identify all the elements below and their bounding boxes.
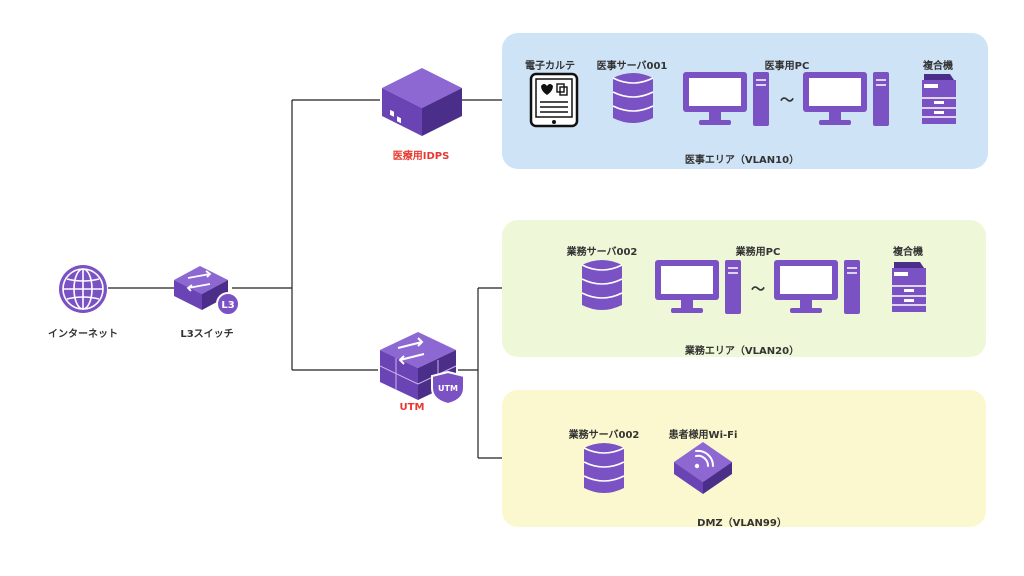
l3-badge: L3 xyxy=(221,300,234,311)
utm-label: UTM xyxy=(399,402,425,413)
business-zone-title: 業務エリア（VLAN20） xyxy=(684,346,800,357)
business-server-label: 業務サーバ002 xyxy=(566,247,638,258)
dmz-zone xyxy=(502,390,986,527)
business-pc-label: 業務用PC xyxy=(735,247,781,258)
medical-pc-label: 医事用PC xyxy=(764,61,810,72)
idps-label: 医療用IDPS xyxy=(392,151,450,162)
business-mfp-label: 複合機 xyxy=(893,247,923,258)
tablet-ehr-icon xyxy=(529,72,579,128)
medical-server-label: 医事サーバ001 xyxy=(596,61,668,72)
database-icon xyxy=(581,260,623,310)
wifi-router-icon xyxy=(674,442,732,494)
internet-label: インターネット xyxy=(48,329,118,340)
desktop-pc-icon xyxy=(803,72,889,126)
idps-appliance-icon xyxy=(382,68,462,136)
utm-badge: UTM xyxy=(438,384,458,393)
business-tilde: 〜 xyxy=(751,282,765,298)
printer-mfp-icon xyxy=(892,262,926,312)
dmz-zone-title: DMZ（VLAN99） xyxy=(697,518,787,529)
desktop-pc-icon xyxy=(683,72,769,126)
database-icon xyxy=(583,443,625,493)
medical-mfp-label: 複合機 xyxy=(923,61,953,72)
database-icon xyxy=(612,73,654,123)
l3-switch-icon: L3 xyxy=(174,266,240,316)
desktop-pc-icon xyxy=(655,260,741,314)
ehr-label: 電子カルテ xyxy=(525,61,575,72)
desktop-pc-icon xyxy=(774,260,860,314)
dmz-server-label: 業務サーバ002 xyxy=(568,430,640,441)
l3-switch-label: L3スイッチ xyxy=(180,329,234,340)
medical-zone-title: 医事エリア（VLAN10） xyxy=(684,155,800,166)
globe-icon xyxy=(59,265,107,313)
printer-mfp-icon xyxy=(922,74,956,124)
utm-firewall-icon: UTM xyxy=(379,332,465,406)
wifi-label: 患者様用Wi-Fi xyxy=(668,430,738,441)
medical-tilde: 〜 xyxy=(780,93,794,109)
